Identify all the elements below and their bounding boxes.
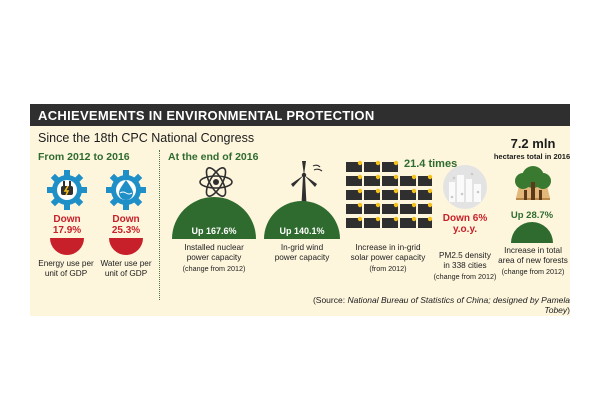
source-credit: (Source: National Bureau of Statistics o…	[300, 295, 570, 315]
forest-up-dome	[511, 222, 553, 243]
water-drop-gear-icon	[106, 170, 146, 210]
wind-up-dome	[264, 201, 340, 239]
energy-label-line2: unit of GDP	[44, 269, 88, 278]
nuclear-label-line2: power capacity	[186, 253, 242, 262]
forest-label-line2: area of new forests	[498, 256, 568, 265]
pm25-change-word: Down 6%	[442, 213, 488, 224]
wind-label-line1: In-grid wind	[280, 243, 324, 252]
energy-change-word: Down	[53, 214, 81, 225]
nuclear-up-dome	[172, 197, 256, 239]
solar-label-line1: Increase in in-grid	[355, 243, 421, 252]
forest-change: Up 28.7%	[510, 210, 554, 221]
infographic-subtitle: Since the 18th CPC National Congress	[38, 131, 255, 145]
solar-panel-icon	[346, 160, 433, 228]
energy-change-value: 17.9%	[52, 225, 82, 236]
section-label-2012-2016: From 2012 to 2016	[38, 151, 130, 163]
nuclear-note: (change from 2012)	[182, 264, 246, 273]
forest-note: (change from 2012)	[501, 267, 565, 276]
water-change-value: 25.3%	[111, 225, 141, 236]
pm25-label-line1: PM2.5 density	[439, 251, 491, 260]
water-down-semicircle	[109, 238, 143, 255]
water-label-line2: unit of GDP	[104, 269, 148, 278]
solar-label-line2: solar power capacity	[350, 253, 426, 262]
nuclear-label-line1: Installed nuclear	[184, 243, 244, 252]
wind-turbine-icon	[291, 161, 323, 204]
forest-total-area: 7.2 mln	[510, 136, 556, 151]
water-label-line1: Water use per	[100, 259, 152, 268]
forest-label-line1: Increase in total	[504, 246, 562, 255]
pm25-change-value: y.o.y.	[452, 224, 478, 235]
wind-change: Up 140.1%	[279, 226, 325, 236]
pm25-label-line2: in 338 cities	[443, 261, 487, 270]
wind-label-line2: power capacity	[274, 253, 330, 262]
energy-plug-gear-icon	[47, 170, 87, 210]
title-banner	[30, 104, 570, 126]
source-text: National Bureau of Statistics of China; …	[347, 295, 570, 315]
energy-label-line1: Energy use per	[38, 259, 94, 268]
nuclear-change: Up 167.6%	[191, 226, 237, 236]
solar-note: (from 2012)	[369, 264, 407, 273]
infographic-title: ACHIEVEMENTS IN ENVIRONMENTAL PROTECTION	[38, 108, 375, 123]
solar-change: 21.4 times	[404, 158, 458, 170]
section-divider	[159, 150, 160, 300]
smog-city-icon	[443, 165, 487, 209]
source-prefix: (Source:	[312, 295, 348, 305]
source-suffix: )	[567, 305, 570, 315]
atom-icon	[199, 167, 233, 197]
forest-total-area-note: hectares total in 2016	[493, 152, 571, 161]
forest-tree-icon	[515, 166, 551, 200]
energy-down-semicircle	[50, 238, 84, 255]
water-change-word: Down	[112, 214, 140, 225]
section-label-end-2016: At the end of 2016	[168, 151, 259, 163]
pm25-note: (change from 2012)	[433, 272, 497, 281]
